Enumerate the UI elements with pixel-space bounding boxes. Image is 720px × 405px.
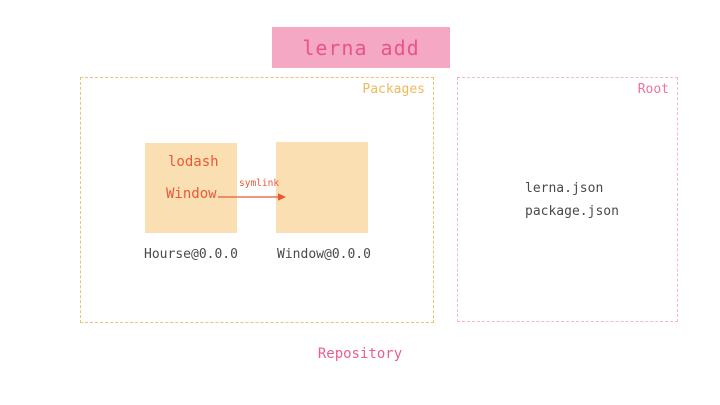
dependency-window: Window — [166, 186, 217, 202]
root-panel: Root — [457, 77, 678, 322]
repository-label: Repository — [317, 346, 403, 362]
file-package-json: package.json — [525, 204, 619, 219]
packages-panel: Packages — [80, 77, 434, 323]
package-name-hourse: Hourse@0.0.0 — [144, 247, 238, 262]
package-box-window — [276, 142, 368, 233]
title-banner: lerna add — [272, 27, 450, 68]
package-name-window: Window@0.0.0 — [277, 247, 371, 262]
package-box-hourse: lodash Window — [145, 143, 237, 233]
dependency-lodash: lodash — [168, 154, 219, 170]
symlink-label: symlink — [239, 178, 280, 189]
packages-panel-label: Packages — [362, 82, 425, 97]
symlink-arrow-icon — [218, 193, 286, 201]
file-lerna-json: lerna.json — [525, 181, 604, 196]
root-panel-label: Root — [637, 82, 669, 97]
